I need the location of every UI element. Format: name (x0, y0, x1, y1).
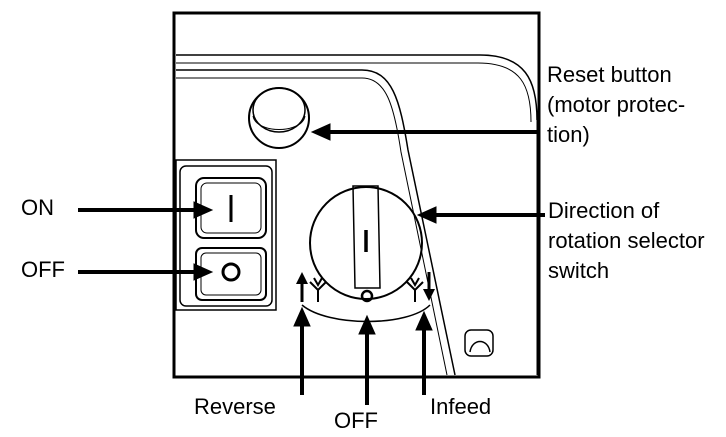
label-direction: Direction of rotation selector switch (548, 196, 705, 286)
housing-cover-inner (176, 77, 448, 376)
off-position-symbol (360, 289, 374, 303)
rocker-switch-housing (175, 159, 277, 311)
label-on: ON (21, 195, 54, 220)
fastener-clip (464, 329, 494, 357)
label-reset-line-1: Reset button (547, 62, 672, 87)
label-direction-line-3: switch (548, 258, 610, 283)
selector-knob (309, 185, 423, 300)
label-off-left: OFF (21, 257, 65, 282)
reverse-symbol-icon (296, 272, 327, 302)
label-off-bottom: OFF (334, 408, 378, 433)
label-direction-line-2: rotation selector (548, 228, 705, 253)
label-reverse: Reverse (194, 394, 276, 419)
label-reset-line-3: tion) (547, 122, 590, 147)
infeed-symbol-icon (406, 272, 435, 302)
off-symbol-circle (221, 262, 241, 282)
reset-button (248, 87, 310, 149)
label-infeed: Infeed (430, 394, 492, 419)
callout-arrows (78, 123, 545, 405)
label-direction-line-1: Direction of (548, 198, 660, 223)
housing-cover-outline (176, 69, 456, 376)
housing-inner-curve (176, 62, 532, 123)
panel-frame (172, 11, 541, 379)
label-reset-line-2: (motor protec- (547, 92, 686, 117)
label-reset: Reset button (motor protec- tion) (547, 60, 685, 150)
housing-outline (176, 54, 538, 121)
